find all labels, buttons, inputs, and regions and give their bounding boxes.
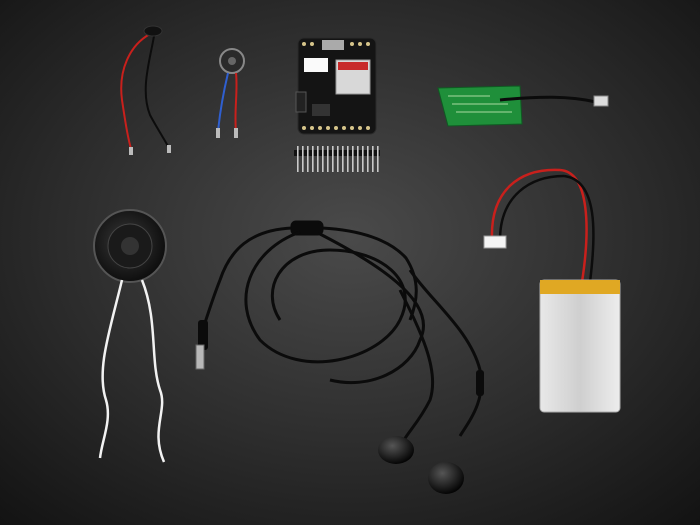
earbud-left: [378, 436, 414, 464]
vibration-motor: [216, 48, 245, 138]
header-pin: [352, 146, 354, 172]
gsm-breakout-board: [295, 37, 377, 135]
header-pins: [294, 146, 380, 172]
header-pin: [327, 146, 329, 172]
header-pin: [377, 146, 379, 172]
gsm-antenna: [437, 85, 609, 127]
header-pin: [297, 146, 299, 172]
header-pin: [317, 146, 319, 172]
headset: [195, 220, 484, 441]
lipo-battery: [483, 168, 621, 413]
header-pin: [347, 146, 349, 172]
header-pin: [337, 146, 339, 172]
header-pin: [372, 146, 374, 172]
header-pin: [367, 146, 369, 172]
header-pin: [332, 146, 334, 172]
earbud-right: [428, 462, 464, 494]
header-pin: [342, 146, 344, 172]
header-pin: [362, 146, 364, 172]
speaker: [93, 209, 167, 463]
header-pin: [302, 146, 304, 172]
header-pin: [322, 146, 324, 172]
piezo-sensor: [120, 25, 171, 155]
header-pin: [357, 146, 359, 172]
header-pin: [307, 146, 309, 172]
header-pin: [312, 146, 314, 172]
